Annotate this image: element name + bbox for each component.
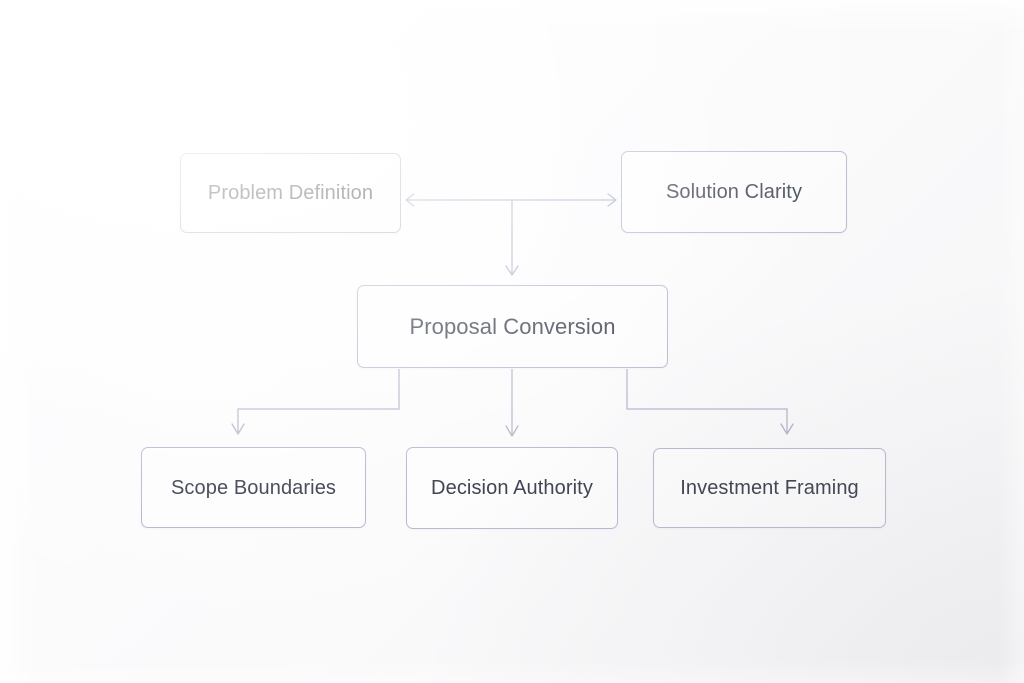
node-label: Solution Clarity <box>665 181 803 203</box>
node-label: Scope Boundaries <box>170 476 337 499</box>
node-label: Decision Authority <box>431 477 593 499</box>
edge-proposal-conversion-investment-framing <box>626 369 794 435</box>
edge-top-junction-proposal-conversion <box>505 200 519 276</box>
node-solution-clarity[interactable]: Solution Clarity <box>621 151 847 233</box>
edge-proposal-conversion-scope-boundaries <box>231 369 400 435</box>
edge-problem-definition-solution-clarity <box>405 193 617 207</box>
edge-proposal-conversion-decision-authority <box>505 369 519 437</box>
node-proposal-conversion[interactable]: Proposal Conversion <box>357 285 668 368</box>
node-label: Proposal Conversion <box>409 313 616 339</box>
node-label: Investment Framing <box>680 477 859 499</box>
node-label: Problem Definition <box>207 182 374 204</box>
node-investment-framing[interactable]: Investment Framing <box>653 448 886 528</box>
node-scope-boundaries[interactable]: Scope Boundaries <box>141 447 366 528</box>
node-problem-definition[interactable]: Problem Definition <box>180 153 401 233</box>
node-decision-authority[interactable]: Decision Authority <box>406 447 618 529</box>
